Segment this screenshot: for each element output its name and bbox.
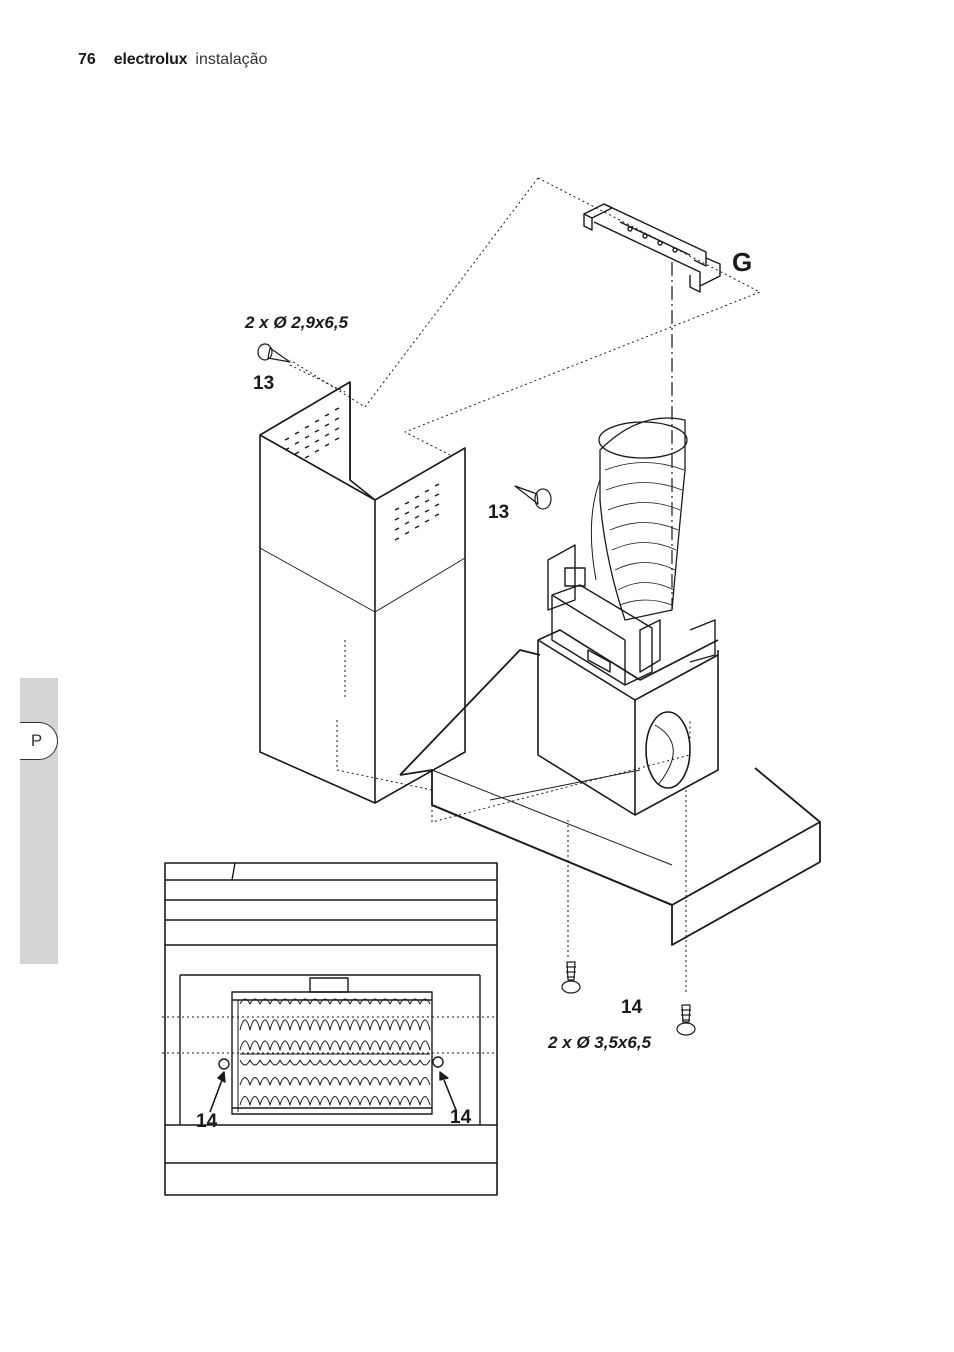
label-g: G bbox=[732, 247, 752, 277]
chimney-cover bbox=[259, 381, 466, 804]
language-code: P bbox=[30, 731, 43, 750]
section-title: instalação bbox=[195, 51, 268, 68]
label-13-top: 13 bbox=[253, 373, 274, 394]
wall-bracket bbox=[583, 203, 721, 293]
screw-spec-bottom: 2 x Ø 3,5x6,5 bbox=[547, 1033, 652, 1052]
screw-14-left bbox=[561, 961, 581, 994]
screw-spec-top: 2 x Ø 2,9x6,5 bbox=[244, 313, 349, 332]
label-13-mid: 13 bbox=[488, 502, 509, 523]
flex-duct bbox=[590, 417, 688, 621]
detail-inset bbox=[164, 862, 498, 1196]
label-14-right: 14 bbox=[450, 1107, 472, 1128]
control-box bbox=[547, 544, 716, 686]
label-14-main: 14 bbox=[621, 997, 643, 1018]
screw-13-mid bbox=[514, 485, 552, 510]
brand-name: electrolux bbox=[113, 51, 188, 68]
chimney-vents bbox=[284, 407, 440, 541]
screw-13-top bbox=[257, 343, 291, 363]
motor-housing bbox=[537, 629, 719, 816]
language-tab-marker: P bbox=[20, 722, 58, 760]
guide-lines bbox=[162, 177, 761, 1054]
hood-canopy bbox=[399, 649, 821, 946]
page-number: 76 bbox=[78, 51, 96, 68]
label-14-left: 14 bbox=[196, 1111, 218, 1132]
screw-14-right bbox=[676, 1004, 696, 1036]
page-header: 76 electrolux instalação bbox=[78, 50, 267, 70]
